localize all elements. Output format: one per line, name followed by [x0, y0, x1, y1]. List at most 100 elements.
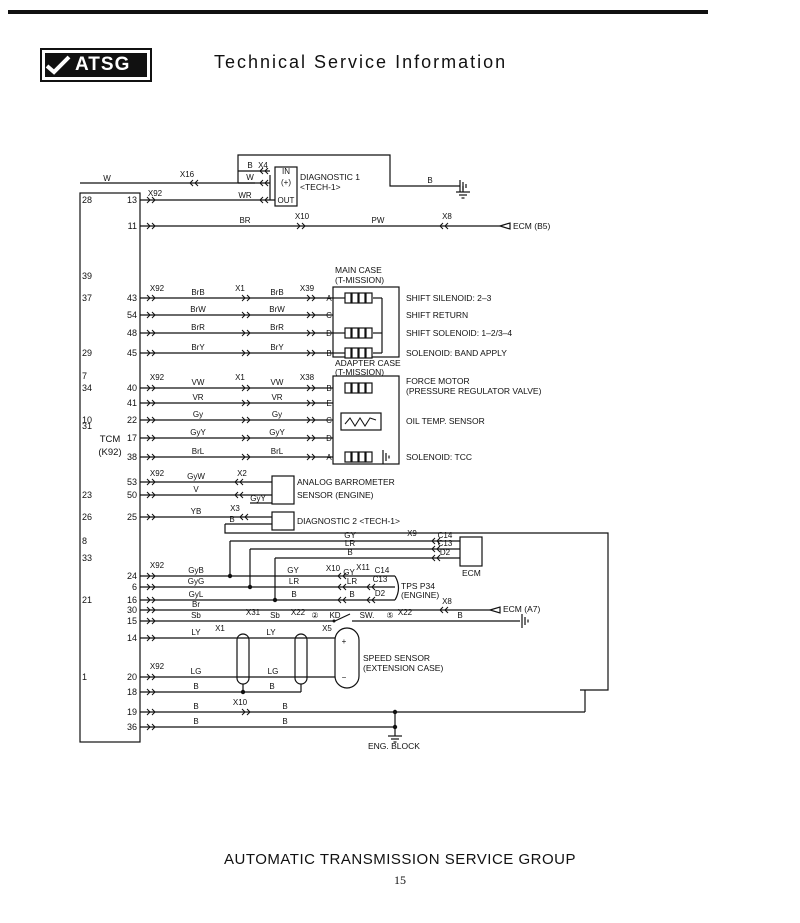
diagnostic-2-box — [271, 511, 295, 531]
connector-mark — [146, 634, 156, 642]
wire-label: X31 — [246, 608, 261, 617]
wire-label: GyY — [250, 494, 266, 503]
component-label: (ENGINE) — [401, 590, 439, 600]
connector-mark — [146, 617, 156, 625]
wire-label: A — [326, 453, 332, 462]
connector-mark — [241, 399, 251, 407]
tcm-pin-number: 17 — [127, 433, 137, 443]
wire-label: GyY — [190, 428, 206, 437]
connector-mark — [366, 583, 376, 591]
connector-mark — [146, 583, 156, 591]
connector-mark — [439, 222, 449, 230]
wire-label: B — [282, 702, 287, 711]
connector-mark — [146, 453, 156, 461]
wire-label: B — [229, 515, 234, 524]
tcm-pin-number: 45 — [127, 348, 137, 358]
wire-label: B — [247, 161, 252, 170]
tcm-connector — [79, 192, 141, 743]
connector-mark — [241, 453, 251, 461]
page-title: Technical Service Information — [214, 52, 508, 72]
wire-label: Sb — [270, 611, 280, 620]
wire-label: BrW — [190, 305, 206, 314]
wire-label: D2 — [375, 589, 386, 598]
connector-row-number: 7 — [82, 371, 87, 381]
wire-label: X92 — [150, 469, 165, 478]
wire-label: W — [246, 173, 254, 182]
tcm-pin-number: 15 — [127, 616, 137, 626]
connector-mark — [259, 167, 269, 175]
tcm-pin-number: 13 — [127, 195, 137, 205]
wire-label: C13 — [438, 539, 453, 548]
component-label: ECM (B5) — [513, 221, 550, 231]
junction-dot — [392, 724, 398, 730]
wire-label: B — [427, 176, 432, 185]
connector-mark — [241, 708, 251, 716]
wire-label: B — [347, 548, 352, 557]
wire-label: ② — [311, 611, 318, 620]
wire-label: BrB — [191, 288, 204, 297]
arrow-head — [497, 222, 511, 230]
wire-label: ⑤ — [386, 611, 393, 620]
wire-label: X9 — [407, 529, 417, 538]
wire-label: X22 — [291, 608, 306, 617]
connector-mark — [241, 349, 251, 357]
connector-mark — [146, 434, 156, 442]
connector-mark — [439, 606, 449, 614]
wire-label: BrY — [270, 343, 284, 352]
connector-mark — [146, 222, 156, 230]
component-label: SOLENOID: TCC — [406, 452, 472, 462]
wire-label: X10 — [233, 698, 248, 707]
arrow-head — [487, 606, 501, 614]
wire-label: X38 — [300, 373, 315, 382]
oil-temp-sensor — [340, 412, 382, 431]
connector-mark — [146, 349, 156, 357]
barometer-box — [271, 475, 295, 505]
component-label: <TECH-1> — [300, 182, 341, 192]
tcm-pin-number: 19 — [127, 707, 137, 717]
connector-row-number: 31 — [82, 421, 92, 431]
connector-row-number: 1 — [82, 672, 87, 682]
wire-label: GyG — [188, 577, 204, 586]
connector-mark — [431, 537, 441, 545]
connector-mark — [146, 513, 156, 521]
tcm-pin-number: 43 — [127, 293, 137, 303]
wire-label: LG — [191, 667, 202, 676]
wire-label: LY — [266, 628, 276, 637]
wire-label: Br — [192, 600, 200, 609]
connector-mark — [239, 513, 249, 521]
wire-label: X22 — [398, 608, 413, 617]
tcm-pin-number: 11 — [128, 221, 137, 231]
connector-mark — [259, 179, 269, 187]
force-motor-coil — [365, 382, 373, 394]
wire-label: X92 — [150, 662, 165, 671]
connector-mark — [296, 222, 306, 230]
solenoid-coil — [358, 347, 366, 359]
tcc-coil — [358, 451, 366, 463]
wire-label: A — [326, 294, 332, 303]
wire-label: BrR — [270, 323, 284, 332]
connector-row-number: 23 — [82, 490, 92, 500]
component-label: SOLENOID: BAND APPLY — [406, 348, 507, 358]
wire-label: LR — [289, 577, 299, 586]
wire-label: GyW — [187, 472, 205, 481]
wire-label: + — [342, 637, 347, 646]
wire-label: B — [193, 682, 198, 691]
solenoid-coil — [365, 292, 373, 304]
junction-dot — [392, 709, 398, 715]
connector-mark — [366, 596, 376, 604]
tcm-pin-number: 30 — [127, 605, 137, 615]
wire-label: X92 — [150, 561, 165, 570]
wire-label: X11 — [356, 563, 370, 572]
component-label: SHIFT RETURN — [406, 310, 468, 320]
connector-row-number: 28 — [82, 195, 92, 205]
connector-row-number: 39 — [82, 271, 92, 281]
wire-label: BrR — [191, 323, 205, 332]
connector-mark — [306, 294, 316, 302]
connector-mark — [337, 583, 347, 591]
wire-label: X8 — [442, 597, 452, 606]
connector-row-number: 37 — [82, 293, 92, 303]
solenoid-coil — [344, 347, 352, 359]
component-label: ANALOG BARROMETER — [297, 477, 395, 487]
component-label: OIL TEMP. SENSOR — [406, 416, 485, 426]
thermistor-symbol — [344, 417, 377, 427]
